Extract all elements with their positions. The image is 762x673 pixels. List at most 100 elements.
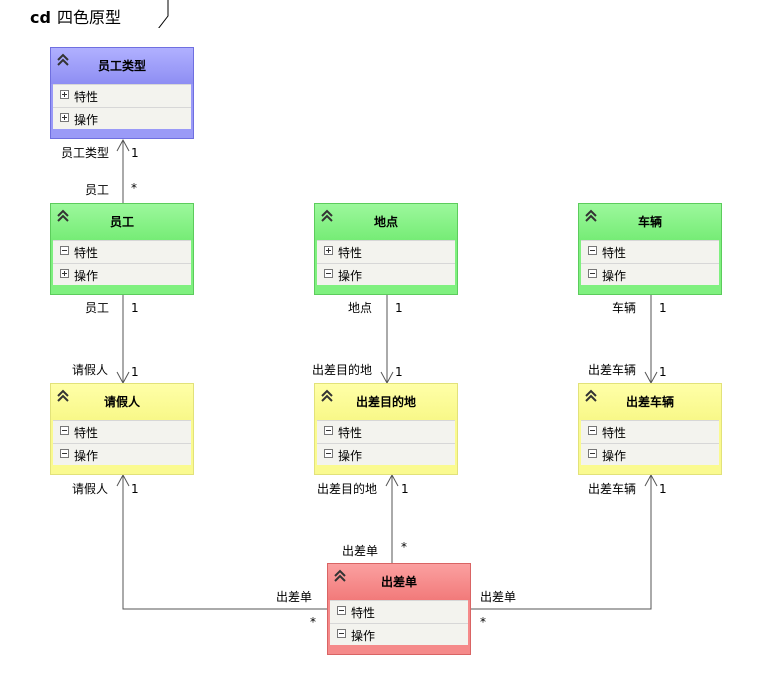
collapse-icon[interactable]	[588, 269, 597, 278]
collapse-chevron-icon[interactable]	[333, 569, 347, 583]
role-label: 员工类型	[61, 146, 110, 160]
attributes-compartment[interactable]: 特性	[581, 240, 719, 263]
collapse-icon[interactable]	[588, 246, 597, 255]
compartment-label: 特性	[338, 246, 363, 260]
attributes-compartment[interactable]: 特性	[317, 420, 455, 443]
role-label: 出差单	[342, 544, 379, 558]
collapse-icon[interactable]	[588, 449, 597, 458]
collapse-icon[interactable]	[60, 246, 69, 255]
collapse-icon[interactable]	[60, 426, 69, 435]
class-name: 地点	[373, 215, 398, 229]
expand-icon[interactable]	[324, 246, 333, 255]
collapse-chevron-icon[interactable]	[320, 389, 334, 403]
expand-icon[interactable]	[60, 269, 69, 278]
operations-compartment[interactable]: 操作	[317, 443, 455, 465]
class-name: 员工	[109, 215, 134, 229]
class-employee[interactable]: 员工 特性 操作	[50, 203, 194, 295]
attributes-compartment[interactable]: 特性	[53, 420, 191, 443]
class-vehicle[interactable]: 车辆 特性 操作	[578, 203, 722, 295]
class-name: 出差单	[380, 575, 417, 589]
attributes-compartment[interactable]: 特性	[317, 240, 455, 263]
compartment-label: 特性	[338, 426, 363, 440]
role-label: 出差车辆	[588, 482, 637, 496]
operations-compartment[interactable]: 操作	[53, 107, 191, 129]
multiplicity-label: 1	[131, 301, 139, 315]
collapse-icon[interactable]	[337, 629, 346, 638]
collapse-chevron-icon[interactable]	[56, 53, 70, 67]
class-header: 请假人	[51, 384, 193, 420]
class-trip-vehicle[interactable]: 出差车辆 特性 操作	[578, 383, 722, 475]
multiplicity-label: *	[401, 540, 407, 554]
expand-icon[interactable]	[60, 90, 69, 99]
compartment-label: 特性	[602, 426, 627, 440]
assoc-line-order-tripveh	[471, 475, 652, 610]
role-label: 出差单	[276, 590, 313, 604]
attributes-compartment[interactable]: 特性	[330, 600, 468, 623]
compartment-label: 操作	[351, 629, 376, 643]
compartment-label: 操作	[602, 449, 627, 463]
operations-compartment[interactable]: 操作	[53, 263, 191, 285]
diagram-frame-tab	[158, 0, 169, 28]
diagram-name: 四色原型	[56, 8, 121, 27]
role-label: 员工	[85, 301, 110, 315]
operations-compartment[interactable]: 操作	[53, 443, 191, 465]
multiplicity-label: 1	[659, 365, 667, 379]
collapse-icon[interactable]	[60, 449, 69, 458]
class-name: 员工类型	[97, 59, 146, 73]
collapse-icon[interactable]	[324, 426, 333, 435]
class-location[interactable]: 地点 特性 操作	[314, 203, 458, 295]
compartment-label: 操作	[602, 269, 627, 283]
assoc-line-order-applicant	[122, 475, 327, 610]
class-header: 员工	[51, 204, 193, 240]
arrowhead	[116, 473, 130, 487]
arrowhead	[644, 473, 658, 487]
attributes-compartment[interactable]: 特性	[581, 420, 719, 443]
compartment-label: 特性	[74, 246, 99, 260]
collapse-icon[interactable]	[337, 606, 346, 615]
class-destination[interactable]: 出差目的地 特性 操作	[314, 383, 458, 475]
compartment-label: 特性	[602, 246, 627, 260]
class-header: 地点	[315, 204, 457, 240]
multiplicity-label: *	[310, 615, 316, 629]
class-trip-order[interactable]: 出差单 特性 操作	[327, 563, 471, 655]
compartment-label: 操作	[338, 269, 363, 283]
compartment-label: 操作	[74, 113, 99, 127]
multiplicity-label: 1	[395, 301, 403, 315]
expand-icon[interactable]	[60, 113, 69, 122]
multiplicity-label: 1	[659, 482, 667, 496]
role-label: 请假人	[72, 363, 109, 377]
role-label: 车辆	[612, 301, 637, 315]
multiplicity-label: *	[131, 181, 137, 195]
collapse-icon[interactable]	[324, 449, 333, 458]
class-name: 出差目的地	[355, 395, 416, 409]
multiplicity-label: 1	[395, 365, 403, 379]
role-label: 出差车辆	[588, 363, 637, 377]
compartment-label: 特性	[74, 426, 99, 440]
multiplicity-label: 1	[401, 482, 409, 496]
operations-compartment[interactable]: 操作	[317, 263, 455, 285]
operations-compartment[interactable]: 操作	[581, 263, 719, 285]
collapse-chevron-icon[interactable]	[320, 209, 334, 223]
compartment-label: 特性	[351, 606, 376, 620]
attributes-compartment[interactable]: 特性	[53, 240, 191, 263]
operations-compartment[interactable]: 操作	[581, 443, 719, 465]
class-name: 车辆	[637, 215, 662, 229]
attributes-compartment[interactable]: 特性	[53, 84, 191, 107]
collapse-icon[interactable]	[324, 269, 333, 278]
arrowhead	[385, 473, 399, 487]
collapse-chevron-icon[interactable]	[56, 209, 70, 223]
multiplicity-label: 1	[131, 482, 139, 496]
collapse-chevron-icon[interactable]	[584, 389, 598, 403]
diagram-keyword: cd	[30, 8, 51, 27]
collapse-chevron-icon[interactable]	[56, 389, 70, 403]
role-label: 出差目的地	[312, 363, 373, 377]
collapse-chevron-icon[interactable]	[584, 209, 598, 223]
class-employee-type[interactable]: 员工类型 特性 操作	[50, 47, 194, 139]
role-label: 地点	[348, 301, 373, 315]
operations-compartment[interactable]: 操作	[330, 623, 468, 645]
compartment-label: 特性	[74, 90, 99, 104]
collapse-icon[interactable]	[588, 426, 597, 435]
class-leave-applicant[interactable]: 请假人 特性 操作	[50, 383, 194, 475]
multiplicity-label: 1	[131, 146, 139, 160]
